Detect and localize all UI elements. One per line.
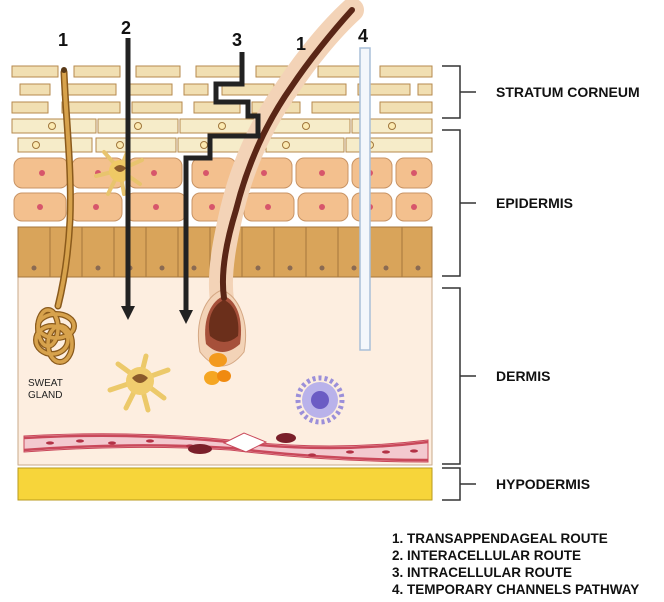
sweat-gland-label-line2: GLAND bbox=[28, 390, 62, 401]
hair-route-number: 1 bbox=[296, 34, 306, 54]
intercellular-route-number: 2 bbox=[121, 18, 131, 38]
legend-item-intracellular: 3. INTRACELLULAR ROUTE bbox=[392, 564, 639, 581]
stratum-corneum-label: STRATUM CORNEUM bbox=[496, 84, 640, 100]
legend-item-interacellular: 2. INTERACELLULAR ROUTE bbox=[392, 547, 639, 564]
epidermis-label: EPIDERMIS bbox=[496, 195, 573, 211]
intracellular-route-number: 3 bbox=[232, 30, 242, 50]
dermis-label: DERMIS bbox=[496, 368, 550, 384]
layer-brackets bbox=[442, 66, 476, 500]
legend-item-temporary-channels: 4. TEMPORARY CHANNELS PATHWAY bbox=[392, 581, 639, 598]
route-legend: 1. TRANSAPPENDAGEAL ROUTE 2. INTERACELLU… bbox=[392, 530, 639, 598]
temporary-channel-needle bbox=[360, 48, 370, 350]
sweat-gland-label-line1: SWEAT bbox=[28, 378, 63, 389]
legend-item-transappendageal: 1. TRANSAPPENDAGEAL ROUTE bbox=[392, 530, 639, 547]
temporary-channel-number: 4 bbox=[358, 26, 368, 46]
hypodermis-label: HYPODERMIS bbox=[496, 476, 590, 492]
sweat-gland-label: SWEAT GLAND bbox=[28, 378, 65, 401]
sweat-route-number: 1 bbox=[58, 30, 68, 50]
hypodermis-layer bbox=[18, 468, 432, 500]
